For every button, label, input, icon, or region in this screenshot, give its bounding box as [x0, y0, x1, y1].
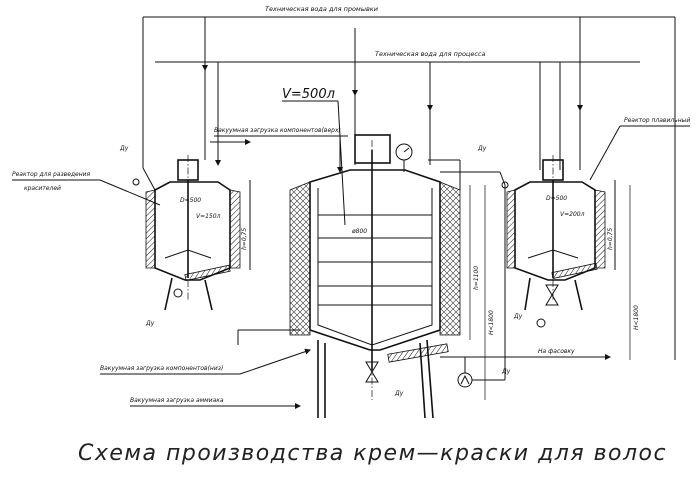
main-H: H<1800 — [488, 310, 495, 335]
wash-water-label: Техническая вода для промывки — [265, 5, 378, 13]
left-reactor: D=500 V=150л h=0,75 — [145, 155, 251, 311]
diagram-title: Схема производства крем—краски для волос — [78, 441, 667, 466]
process-water-line: Техническая вода для процесса — [155, 28, 640, 170]
left-volume: V=150л — [196, 213, 221, 220]
to-filling-label: На фасовку — [538, 348, 575, 355]
left-reactor-label: Реактор для разведения — [12, 171, 91, 178]
main-volume-label: V=500л — [282, 87, 335, 102]
main-h: h=1100 — [473, 266, 480, 290]
left-diameter: D=500 — [180, 197, 201, 204]
right-reactor: D=500 V=200л h=0,75 — [506, 155, 616, 328]
volume-callout: V=500л — [282, 87, 346, 226]
vacuum-top-label: Вакуумная загрузка компонентов(верх) — [214, 127, 341, 134]
du-3: Ду — [477, 145, 487, 152]
process-water-label: Техническая вода для процесса — [375, 50, 485, 58]
main-reactor: ø800 — [289, 134, 461, 419]
du-markers: Ду Ду Ду Ду Ду Ду — [119, 145, 523, 397]
transfer-lines — [132, 159, 509, 360]
right-volume: V=200л — [560, 211, 585, 218]
du-2: Ду — [145, 320, 155, 327]
right-reactor-label: Реактор плавильный — [624, 117, 690, 124]
du-4: Ду — [513, 313, 523, 320]
left-reactor-label-2: красителей — [24, 185, 61, 192]
du-1: Ду — [119, 145, 129, 152]
vacuum-ammonia-label: Вакуумная загрузка аммиака — [130, 397, 224, 404]
du-6: Ду — [501, 368, 511, 375]
bottom-loading-lines: Вакуумная загрузка компонентов(низ) Ваку… — [100, 329, 311, 409]
outlet-line: На фасовку — [440, 348, 611, 388]
right-H: H<1800 — [633, 305, 640, 330]
du-5: Ду — [394, 390, 404, 397]
left-height: h=0,75 — [241, 228, 248, 250]
right-reactor-callout: Реактор плавильный — [589, 117, 690, 181]
right-diameter: D=500 — [546, 195, 567, 202]
main-diameter: ø800 — [351, 228, 367, 235]
left-reactor-callout: Реактор для разведения красителей — [12, 171, 161, 206]
vacuum-bottom-label: Вакуумная загрузка компонентов(низ) — [100, 365, 223, 372]
wash-water-line: Техническая вода для промывки — [142, 5, 676, 360]
vacuum-top-line: Вакуумная загрузка компонентов(верх) — [210, 127, 348, 173]
main-dimensions: h=1100 H<1800 H<1800 — [469, 185, 640, 400]
right-height: h=0,75 — [607, 228, 614, 250]
